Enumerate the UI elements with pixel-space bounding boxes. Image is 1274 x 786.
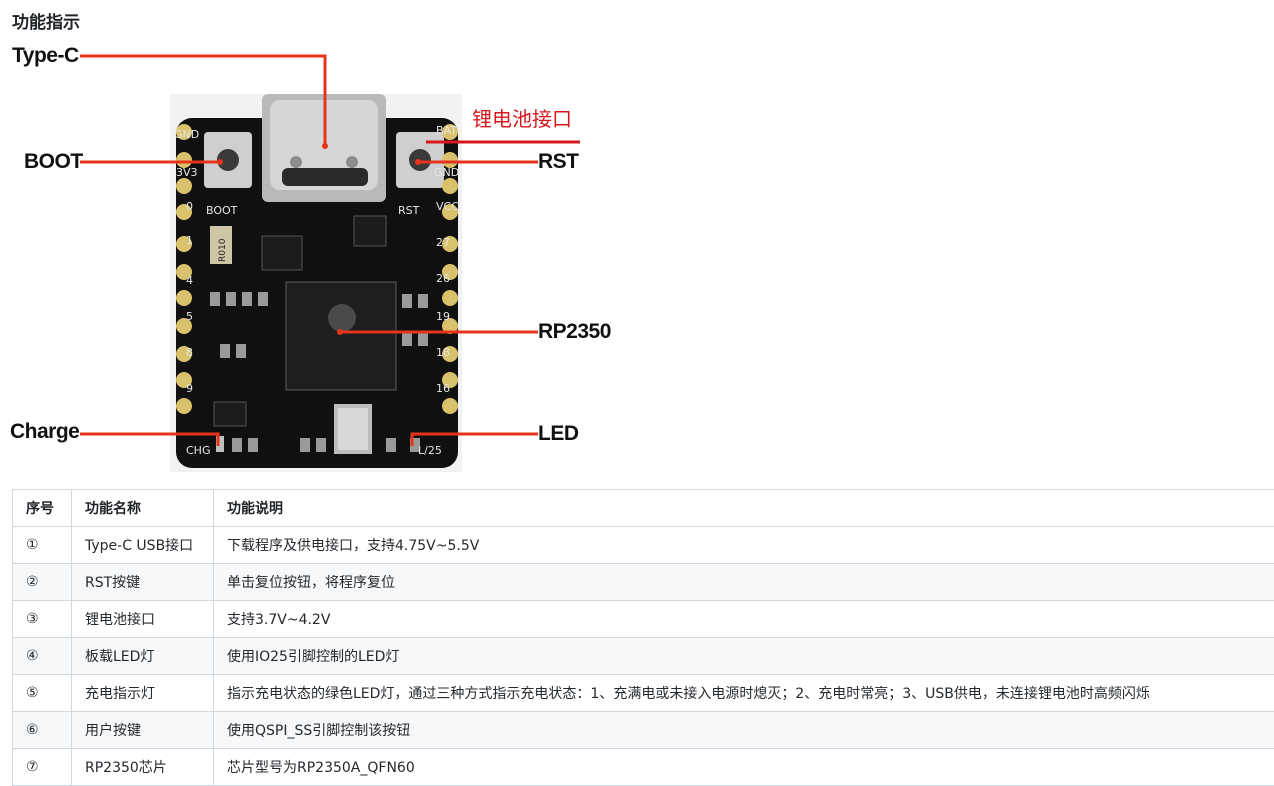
rp2350-chip	[286, 282, 396, 390]
silk-left-pin-0: GND	[174, 128, 199, 141]
table-row: ③ 锂电池接口 支持3.7V~4.2V	[13, 601, 1274, 638]
table-header-row: 序号 功能名称 功能说明	[13, 490, 1274, 527]
silk-left-pin-6: 8	[186, 346, 193, 359]
row-index: ⑤	[13, 675, 72, 712]
callout-led: LED	[538, 422, 579, 446]
callout-type-c: Type-C	[12, 44, 79, 68]
callout-boot: BOOT	[24, 150, 83, 174]
header-name: 功能名称	[72, 490, 214, 527]
silk-right-pin-5: 19	[436, 310, 450, 323]
row-name: RP2350芯片	[72, 749, 214, 786]
table-row: ⑥ 用户按键 使用QSPI_SS引脚控制该按钮	[13, 712, 1274, 749]
row-index: ③	[13, 601, 72, 638]
row-description: 支持3.7V~4.2V	[214, 601, 1274, 638]
table-row: ④ 板载LED灯 使用IO25引脚控制的LED灯	[13, 638, 1274, 675]
callout-battery: 锂电池接口	[472, 103, 572, 132]
silk-right-pin-2: VCC	[436, 200, 459, 213]
silk-chg: CHG	[186, 444, 210, 457]
row-name: 充电指示灯	[72, 675, 214, 712]
silk-right-pin-6: 18	[436, 346, 450, 359]
callout-rp2350: RP2350	[538, 320, 611, 344]
silk-right-pin-3: 27	[436, 236, 450, 249]
silk-rst: RST	[398, 204, 420, 217]
row-name: 板载LED灯	[72, 638, 214, 675]
callout-charge: Charge	[10, 420, 79, 444]
row-index: ④	[13, 638, 72, 675]
row-index: ⑦	[13, 749, 72, 786]
silk-right-pin-1: GND	[434, 166, 459, 179]
silk-right-pin-7: 16	[436, 382, 450, 395]
silk-boot: BOOT	[206, 204, 238, 217]
row-index: ②	[13, 564, 72, 601]
silk-left-pin-5: 5	[186, 310, 193, 323]
row-description: 芯片型号为RP2350A_QFN60	[214, 749, 1274, 786]
silk-left-pin-2: 0	[186, 200, 193, 213]
function-table: 序号 功能名称 功能说明 ① Type-C USB接口 下载程序及供电接口，支持…	[12, 489, 1274, 786]
row-description: 单击复位按钮，将程序复位	[214, 564, 1274, 601]
row-name: 锂电池接口	[72, 601, 214, 638]
row-description: 使用IO25引脚控制的LED灯	[214, 638, 1274, 675]
row-description: 指示充电状态的绿色LED灯，通过三种方式指示充电状态：1、充满电或未接入电源时熄…	[214, 675, 1274, 712]
silk-left-pin-1: 3V3	[176, 166, 198, 179]
row-name: 用户按键	[72, 712, 214, 749]
silk-resistor: R010	[218, 238, 228, 262]
row-index: ①	[13, 527, 72, 564]
board-diagram: GND 3V3 0 1 4 5 8 9 BAT GND VCC 27 26 19…	[0, 0, 640, 480]
header-description: 功能说明	[214, 490, 1274, 527]
silk-left-pin-7: 9	[186, 382, 193, 395]
table-row: ⑤ 充电指示灯 指示充电状态的绿色LED灯，通过三种方式指示充电状态：1、充满电…	[13, 675, 1274, 712]
row-name: Type-C USB接口	[72, 527, 214, 564]
silk-left-pin-4: 4	[186, 274, 193, 287]
silk-right-pin-4: 26	[436, 272, 450, 285]
board-image: GND 3V3 0 1 4 5 8 9 BAT GND VCC 27 26 19…	[0, 0, 640, 480]
row-description: 下载程序及供电接口，支持4.75V~5.5V	[214, 527, 1274, 564]
row-index: ⑥	[13, 712, 72, 749]
callout-rst: RST	[538, 150, 579, 174]
row-description: 使用QSPI_SS引脚控制该按钮	[214, 712, 1274, 749]
table-row: ② RST按键 单击复位按钮，将程序复位	[13, 564, 1274, 601]
silk-left-pin-3: 1	[186, 234, 193, 247]
silk-l25: L/25	[418, 444, 442, 457]
row-name: RST按键	[72, 564, 214, 601]
silk-right-pin-0: BAT	[436, 124, 457, 137]
table-row: ⑦ RP2350芯片 芯片型号为RP2350A_QFN60	[13, 749, 1274, 786]
header-index: 序号	[13, 490, 72, 527]
table-row: ① Type-C USB接口 下载程序及供电接口，支持4.75V~5.5V	[13, 527, 1274, 564]
